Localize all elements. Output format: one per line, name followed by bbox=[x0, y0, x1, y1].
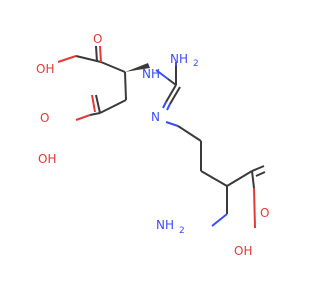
atom-n-imine: N bbox=[151, 110, 160, 124]
molecule-structure: OH O NH NH 2 O N OH NH 2 O OH bbox=[36, 32, 269, 258]
svg-text:2: 2 bbox=[193, 59, 199, 69]
svg-text:2: 2 bbox=[179, 226, 185, 236]
svg-text:NH: NH bbox=[170, 52, 188, 66]
structure-svg: OH O NH NH 2 O N OH NH 2 O OH bbox=[36, 32, 269, 258]
atom-oh-mid: OH bbox=[38, 152, 56, 166]
wedge-bond bbox=[125, 63, 150, 72]
bonds-terminal-carboxyl bbox=[251, 165, 266, 229]
atom-o-top: O bbox=[93, 32, 102, 46]
atom-o-mid: O bbox=[40, 111, 49, 125]
atom-nh2-bottom: NH 2 bbox=[156, 218, 185, 236]
bonds-side-carboxyl bbox=[75, 71, 127, 121]
atom-nh: NH bbox=[142, 67, 160, 81]
atom-nh2-top: NH 2 bbox=[170, 52, 199, 69]
atom-oh-bottom: OH bbox=[234, 244, 252, 258]
atom-o-bottom: O bbox=[260, 206, 269, 220]
svg-text:NH: NH bbox=[156, 218, 174, 232]
bonds-chain bbox=[165, 121, 253, 227]
atom-oh-top: OH bbox=[36, 62, 54, 76]
bonds-guanidine bbox=[155, 62, 181, 111]
bonds-top-carboxyl bbox=[57, 45, 126, 73]
